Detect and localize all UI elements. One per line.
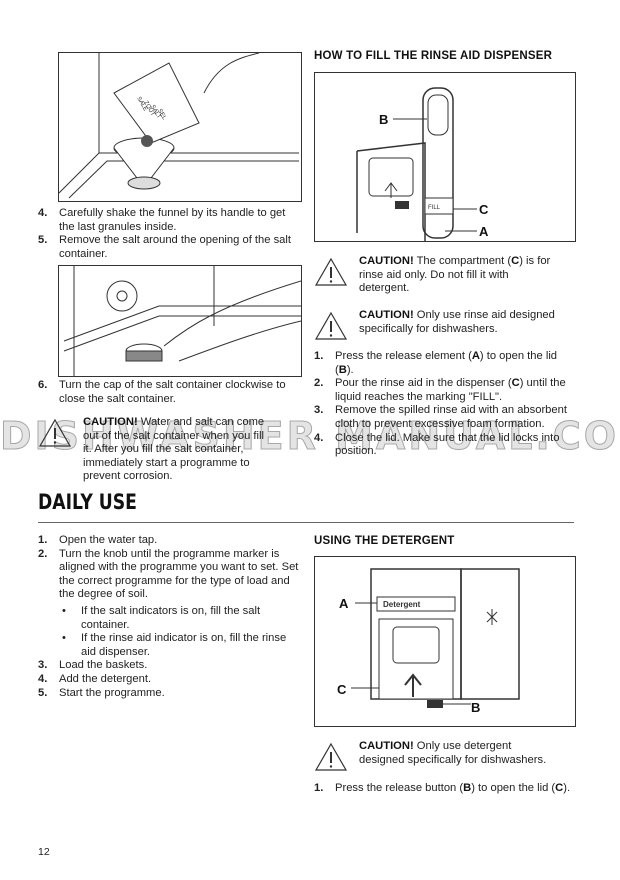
detergent-figure: Detergent A C B	[314, 556, 576, 727]
list-item: 1. Press the release button (B) to open t…	[314, 782, 576, 796]
ref-letter: C	[555, 782, 564, 794]
step-text: Press the release element (	[335, 350, 472, 362]
caution-body: The compartment (	[413, 255, 512, 267]
step-text: Start the programme.	[59, 686, 165, 699]
step-text: ) until the liquid reaches the marking "…	[335, 377, 566, 403]
salt-steps-a: 4. Carefully shake the funnel by its hand…	[38, 207, 300, 261]
salt-cleanup-illustration	[63, 266, 302, 376]
step-text: Turn the knob until the programme marker…	[59, 547, 299, 601]
step-text: Load the baskets.	[59, 659, 148, 672]
step-text: ) to open the lid (	[471, 782, 556, 794]
step-text: Remove the salt around the opening of th…	[59, 234, 291, 260]
rinse-aid-heading: HOW TO FILL THE RINSE AID DISPENSER	[314, 50, 553, 62]
step-number: 1.	[38, 534, 48, 546]
rinse-steps: 1. Press the release element (A) to open …	[314, 350, 576, 459]
caution-text: CAUTION! Only use detergent designed spe…	[359, 740, 559, 767]
label-a: A	[339, 596, 349, 611]
list-item: 1. Press the release element (A) to open …	[314, 350, 576, 377]
warning-icon	[38, 418, 72, 447]
step-number: 5.	[38, 234, 48, 247]
caution-body: ) is for rinse aid only. Do not fill it …	[359, 255, 551, 295]
step-number: 2.	[314, 377, 324, 390]
salt-cleanup-figure	[58, 265, 302, 377]
label-a: A	[479, 224, 489, 239]
salt-funnel-figure: SALEZOUTSALTSEL	[58, 52, 302, 202]
step-text: Pour the rinse aid in the dispenser (	[335, 377, 512, 390]
rinse-aid-illustration: FILL B C A	[356, 87, 489, 241]
detergent-illustration: Detergent A C B	[337, 568, 520, 715]
caution-body: Water and salt can come out of the salt …	[83, 416, 265, 483]
warning-icon	[314, 742, 348, 771]
label-c: C	[337, 682, 347, 697]
ref-letter: C	[511, 377, 520, 390]
label-b: B	[471, 700, 480, 715]
section-divider	[38, 522, 574, 523]
caution-text: CAUTION! Water and salt can come out of …	[83, 416, 273, 484]
list-item: 2. Pour the rinse aid in the dispenser (C…	[314, 377, 576, 404]
step-number: 2.	[38, 547, 48, 560]
daily-use-heading: DAILY USE	[38, 490, 137, 514]
step-text: Turn the cap of the salt container clock…	[59, 379, 286, 405]
list-item: 4. Add the detergent.	[38, 673, 300, 687]
bullet-item: If the salt indicators is on, fill the s…	[59, 605, 300, 632]
label-b: B	[379, 112, 388, 127]
warning-icon	[314, 257, 348, 286]
list-item: 1. Open the water tap.	[38, 534, 300, 548]
rinse-aid-figure: FILL B C A	[314, 72, 576, 242]
step-number: 4.	[38, 672, 48, 685]
step-text: ).	[563, 782, 571, 794]
page-number: 12	[38, 846, 50, 858]
fill-marking: FILL	[428, 205, 441, 211]
caution-text: CAUTION! The compartment (C) is for rins…	[359, 255, 559, 296]
list-item: 2. Turn the knob until the programme mark…	[38, 548, 300, 602]
caution-text: CAUTION! Only use rinse aid designed spe…	[359, 309, 559, 336]
detergent-steps: 1. Press the release button (B) to open t…	[314, 782, 576, 796]
list-item: 3. Remove the spilled rinse aid with an a…	[314, 404, 576, 431]
step-text: Open the water tap.	[59, 534, 158, 546]
step-number: 3.	[38, 659, 48, 672]
step-number: 4.	[314, 431, 324, 444]
list-item: 6. Turn the cap of the salt container clo…	[38, 379, 300, 406]
caution-label: CAUTION!	[359, 309, 414, 321]
step-number: 1.	[314, 782, 324, 794]
salt-bag-word: SEL	[156, 108, 167, 121]
ref-letter: B	[338, 363, 347, 376]
bullet-item: If the rinse aid indicator is on, fill t…	[59, 632, 300, 659]
caution-body: Only use detergent designed specifically…	[359, 740, 547, 766]
detergent-brand-text: Detergent	[383, 600, 421, 609]
list-item: 5. Start the programme.	[38, 687, 300, 701]
ref-letter: C	[511, 255, 520, 267]
caution-label: CAUTION!	[359, 255, 414, 267]
label-c: C	[479, 202, 489, 217]
step-text: ) to open the lid (	[335, 350, 558, 376]
step-text: Remove the spilled rinse aid with an abs…	[335, 404, 567, 430]
salt-funnel-illustration: SALEZOUTSALTSEL	[58, 52, 299, 199]
step-text: Close the lid. Make sure that the lid lo…	[335, 431, 560, 458]
step-number: 1.	[314, 350, 324, 362]
list-item: 4. Close the lid. Make sure that the lid …	[314, 432, 576, 459]
list-item: 5. Remove the salt around the opening of …	[38, 234, 300, 261]
step-text: Add the detergent.	[59, 672, 152, 685]
list-item: 4. Carefully shake the funnel by its hand…	[38, 207, 300, 234]
step-number: 3.	[314, 404, 324, 417]
detergent-heading: USING THE DETERGENT	[314, 535, 455, 547]
ref-letter: B	[463, 782, 472, 794]
step-text: Carefully shake the funnel by its handle…	[59, 207, 286, 233]
salt-steps-b: 6. Turn the cap of the salt container clo…	[38, 379, 300, 406]
daily-steps: 1. Open the water tap. 2. Turn the knob un…	[38, 534, 300, 700]
list-item: 3. Load the baskets.	[38, 659, 300, 673]
step-number: 4.	[38, 207, 48, 219]
caution-body: Only use rinse aid designed specifically…	[359, 309, 555, 335]
step-number: 5.	[38, 686, 48, 699]
step-text: ).	[346, 363, 354, 376]
step-text: Press the release button (	[335, 782, 464, 794]
warning-icon	[314, 311, 348, 340]
step-number: 6.	[38, 379, 48, 391]
ref-letter: A	[471, 350, 480, 362]
caution-label: CAUTION!	[359, 740, 414, 752]
caution-label: CAUTION!	[83, 416, 138, 428]
